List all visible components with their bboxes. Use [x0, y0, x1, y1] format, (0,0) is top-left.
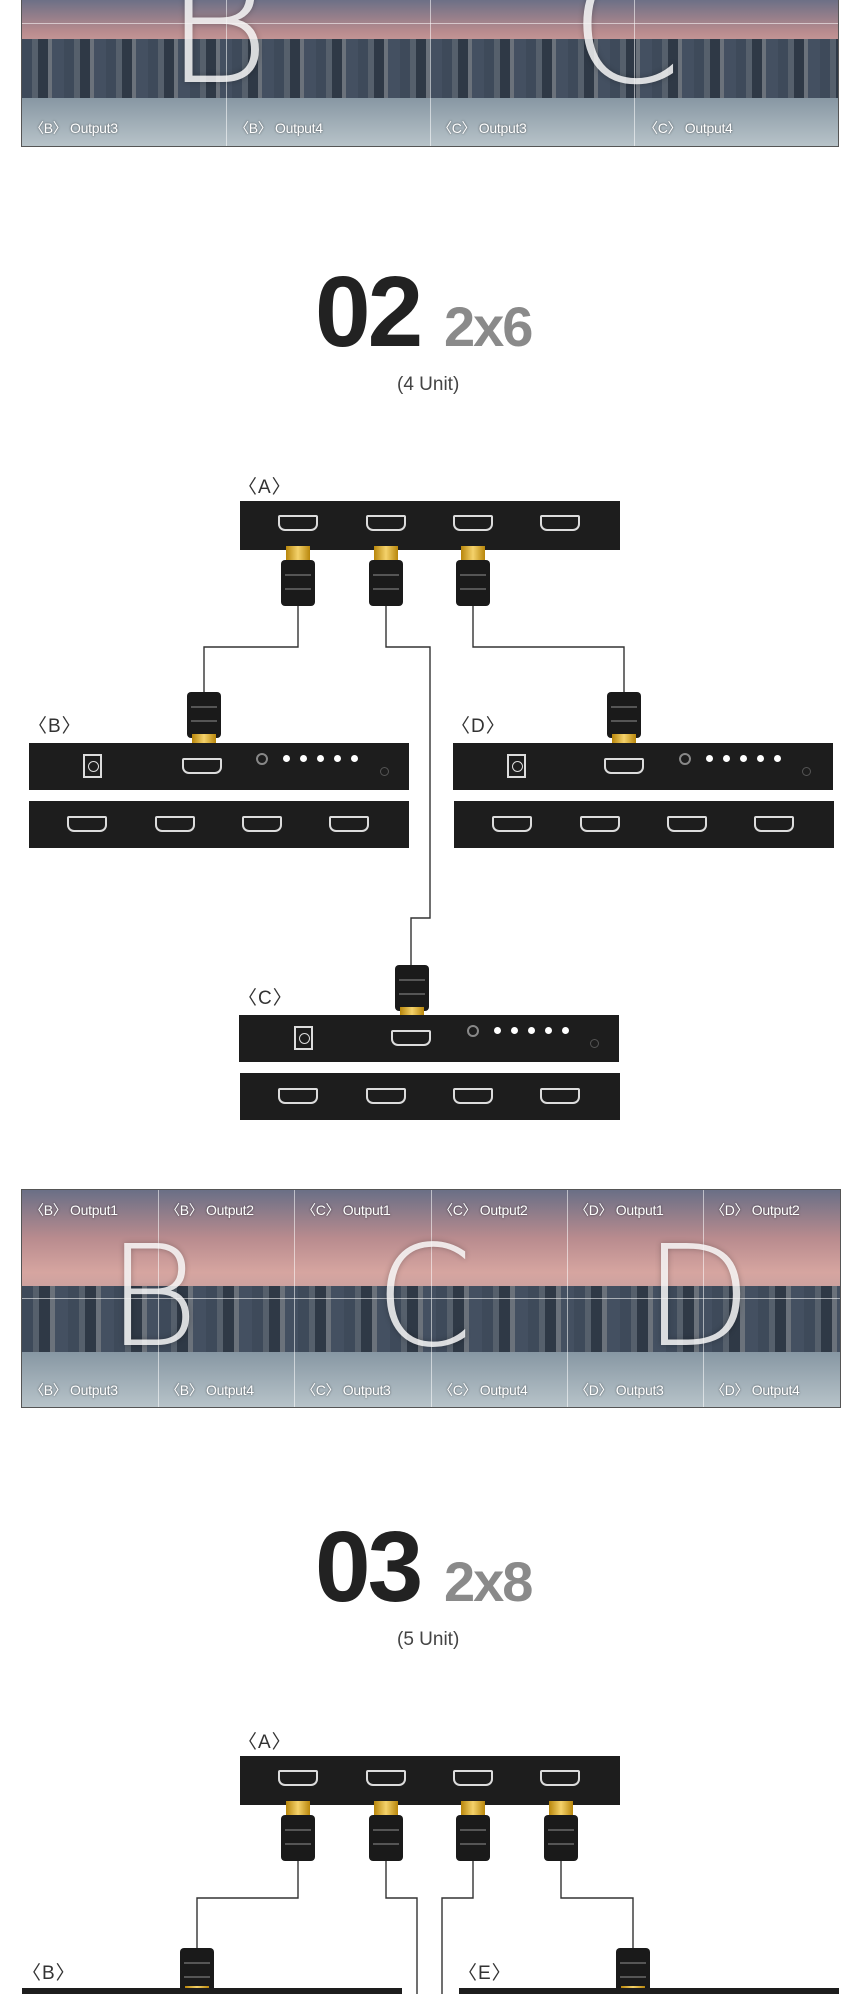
hdmi-plug-icon: [369, 546, 403, 608]
hdmi-port-icon: [366, 1088, 406, 1104]
led-indicator-icon: [300, 755, 307, 762]
device-b-label: 〈B〉: [22, 1958, 76, 1985]
led-indicator-icon: [334, 755, 341, 762]
device-b-input-panel: [22, 1988, 402, 1994]
hdmi-plug-icon: [281, 546, 315, 608]
led-indicator-icon: [380, 767, 389, 776]
hdmi-plug-icon: [456, 1801, 490, 1863]
device-d-input-panel: [453, 743, 833, 790]
hdmi-port-icon: [453, 515, 493, 531]
wall-letter-b: B: [107, 1228, 199, 1368]
hdmi-port-icon: [540, 515, 580, 531]
led-indicator-icon: [774, 755, 781, 762]
cell-label: 〈B〉 Output3: [30, 1380, 118, 1400]
hdmi-port-icon: [242, 816, 282, 832]
device-a-label: 〈A〉: [238, 1727, 292, 1754]
led-indicator-icon: [528, 1027, 535, 1034]
hdmi-port-icon: [604, 758, 644, 774]
led-indicator-icon: [545, 1027, 552, 1034]
led-indicator-icon: [706, 755, 713, 762]
device-a: [240, 501, 620, 550]
cell-label: 〈B〉 Output4: [166, 1380, 254, 1400]
section-number: 03: [315, 1517, 420, 1617]
cell-label: 〈D〉 Output3: [575, 1380, 664, 1400]
button-icon: [467, 1025, 479, 1037]
hdmi-plug-icon: [544, 1801, 578, 1863]
device-c-input-panel: [239, 1015, 619, 1062]
cell-label: 〈C〉 Output3: [302, 1380, 391, 1400]
section-grid-size: 2x8: [444, 1554, 531, 1610]
hdmi-plug-icon: [281, 1801, 315, 1863]
led-indicator-icon: [511, 1027, 518, 1034]
power-jack-icon: [83, 754, 102, 778]
hdmi-port-icon: [391, 1030, 431, 1046]
led-indicator-icon: [283, 755, 290, 762]
hdmi-port-icon: [580, 816, 620, 832]
led-indicator-icon: [757, 755, 764, 762]
video-wall-2x6: B C D 〈B〉 Output1 〈B〉 Output2 〈C〉 Output…: [21, 1189, 841, 1408]
cell-label: 〈C〉 Output1: [302, 1200, 391, 1220]
led-indicator-icon: [590, 1039, 599, 1048]
device-b-label: 〈B〉: [28, 711, 82, 738]
hdmi-port-icon: [492, 816, 532, 832]
hdmi-port-icon: [366, 515, 406, 531]
led-indicator-icon: [740, 755, 747, 762]
power-jack-icon: [507, 754, 526, 778]
hdmi-port-icon: [540, 1088, 580, 1104]
power-jack-icon: [294, 1026, 313, 1050]
device-b-input-panel: [29, 743, 409, 790]
hdmi-port-icon: [155, 816, 195, 832]
led-indicator-icon: [562, 1027, 569, 1034]
device-a-label: 〈A〉: [238, 472, 292, 499]
cell-label: 〈B〉 Output2: [166, 1200, 254, 1220]
hdmi-port-icon: [67, 816, 107, 832]
hdmi-port-icon: [754, 816, 794, 832]
wall-letter-c: C: [375, 1228, 473, 1368]
hdmi-port-icon: [182, 758, 222, 774]
device-a: [240, 1756, 620, 1805]
hdmi-plug-icon: [456, 546, 490, 608]
hdmi-port-icon: [278, 1088, 318, 1104]
wall-letter-d: D: [644, 1228, 752, 1368]
hdmi-port-icon: [540, 1770, 580, 1786]
hdmi-port-icon: [667, 816, 707, 832]
led-indicator-icon: [723, 755, 730, 762]
cell-label: 〈D〉 Output4: [711, 1380, 800, 1400]
led-indicator-icon: [351, 755, 358, 762]
device-e-label: 〈E〉: [458, 1958, 512, 1985]
cell-label: 〈B〉 Output1: [30, 1200, 118, 1220]
led-indicator-icon: [317, 755, 324, 762]
device-c-output-panel: [240, 1073, 620, 1120]
section-unit-count: (5 Unit): [397, 1629, 459, 1651]
led-indicator-icon: [802, 767, 811, 776]
button-icon: [256, 753, 268, 765]
device-d-label: 〈D〉: [451, 711, 506, 738]
cell-label: 〈D〉 Output1: [575, 1200, 664, 1220]
hdmi-plug-icon: [369, 1801, 403, 1863]
hdmi-port-icon: [278, 515, 318, 531]
device-e-input-panel: [459, 1988, 839, 1994]
hdmi-port-icon: [278, 1770, 318, 1786]
device-b-output-panel: [29, 801, 409, 848]
cell-label: 〈C〉 Output4: [439, 1380, 528, 1400]
cell-label: 〈C〉 Output2: [439, 1200, 528, 1220]
device-c-label: 〈C〉: [238, 983, 293, 1010]
cell-label: 〈D〉 Output2: [711, 1200, 800, 1220]
button-icon: [679, 753, 691, 765]
device-d-output-panel: [454, 801, 834, 848]
hdmi-port-icon: [329, 816, 369, 832]
led-indicator-icon: [494, 1027, 501, 1034]
hdmi-port-icon: [453, 1770, 493, 1786]
hdmi-port-icon: [366, 1770, 406, 1786]
hdmi-port-icon: [453, 1088, 493, 1104]
